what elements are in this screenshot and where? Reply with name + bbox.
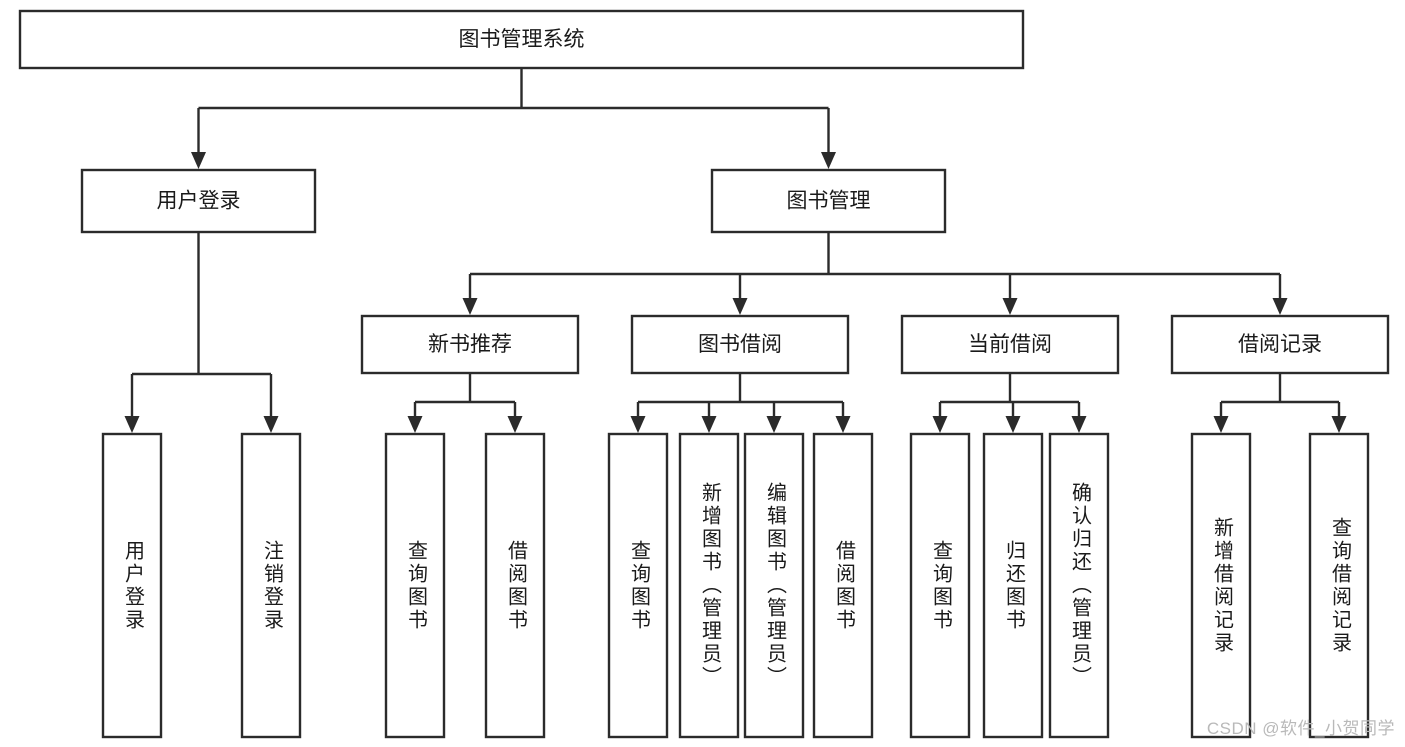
- node-box-borrow[interactable]: [630, 314, 850, 375]
- node-box-leaf-borrow-book[interactable]: [812, 432, 874, 739]
- arrow-head-leaf-add-record: [1213, 416, 1229, 433]
- arrow-head-leaf-query-book-new: [407, 416, 423, 433]
- node-box-leaf-query-book-current[interactable]: [909, 432, 971, 739]
- arrow-head-records: [1272, 298, 1288, 315]
- arrow-head-current: [1002, 298, 1018, 315]
- node-box-leaf-query-record[interactable]: [1308, 432, 1370, 739]
- node-box-leaf-add-book[interactable]: [678, 432, 740, 739]
- node-box-leaf-return-book[interactable]: [982, 432, 1044, 739]
- arrow-head-leaf-user-logout: [263, 416, 279, 433]
- node-box-leaf-borrow-book-new[interactable]: [484, 432, 546, 739]
- node-box-bookmgmt[interactable]: [710, 168, 947, 234]
- node-label-current: 当前借阅: [968, 333, 1052, 356]
- node-label-bookmgmt: 图书管理: [787, 190, 871, 213]
- node-label-login: 用户登录: [157, 190, 241, 213]
- arrow-head-borrow: [732, 298, 748, 315]
- arrow-head-leaf-query-book-borrow: [630, 416, 646, 433]
- node-box-newbook[interactable]: [360, 314, 580, 375]
- arrow-head-leaf-user-login: [124, 416, 140, 433]
- arrow-head-newbook: [462, 298, 478, 315]
- node-box-login[interactable]: [80, 168, 317, 234]
- node-box-leaf-add-record[interactable]: [1190, 432, 1252, 739]
- arrow-head-bookmgmt: [821, 152, 836, 169]
- node-label-borrow: 图书借阅: [698, 333, 782, 356]
- node-label-newbook: 新书推荐: [428, 333, 512, 356]
- arrow-head-leaf-query-book-current: [932, 416, 948, 433]
- watermark-text: CSDN @软件_小贺同学: [1206, 719, 1395, 738]
- arrow-head-leaf-borrow-book-new: [507, 416, 523, 433]
- boxes-layer: [18, 9, 1390, 739]
- arrow-head-leaf-query-record: [1331, 416, 1347, 433]
- node-box-leaf-query-book-new[interactable]: [384, 432, 446, 739]
- node-label-records: 借阅记录: [1238, 333, 1322, 356]
- node-box-leaf-user-logout[interactable]: [240, 432, 302, 739]
- node-box-leaf-edit-book[interactable]: [743, 432, 805, 739]
- node-box-leaf-user-login[interactable]: [101, 432, 163, 739]
- arrow-head-leaf-return-book: [1005, 416, 1021, 433]
- node-box-records[interactable]: [1170, 314, 1390, 375]
- connectors-layer: [124, 68, 1347, 433]
- node-box-leaf-confirm-return[interactable]: [1048, 432, 1110, 739]
- arrow-head-leaf-edit-book: [766, 416, 782, 433]
- arrow-head-leaf-add-book: [701, 416, 717, 433]
- node-label-root: 图书管理系统: [459, 28, 585, 51]
- arrow-head-login: [191, 152, 206, 169]
- arrow-head-leaf-confirm-return: [1071, 416, 1087, 433]
- node-box-leaf-query-book-borrow[interactable]: [607, 432, 669, 739]
- node-box-current[interactable]: [900, 314, 1120, 375]
- node-box-root[interactable]: [18, 9, 1025, 70]
- arrow-head-leaf-borrow-book: [835, 416, 851, 433]
